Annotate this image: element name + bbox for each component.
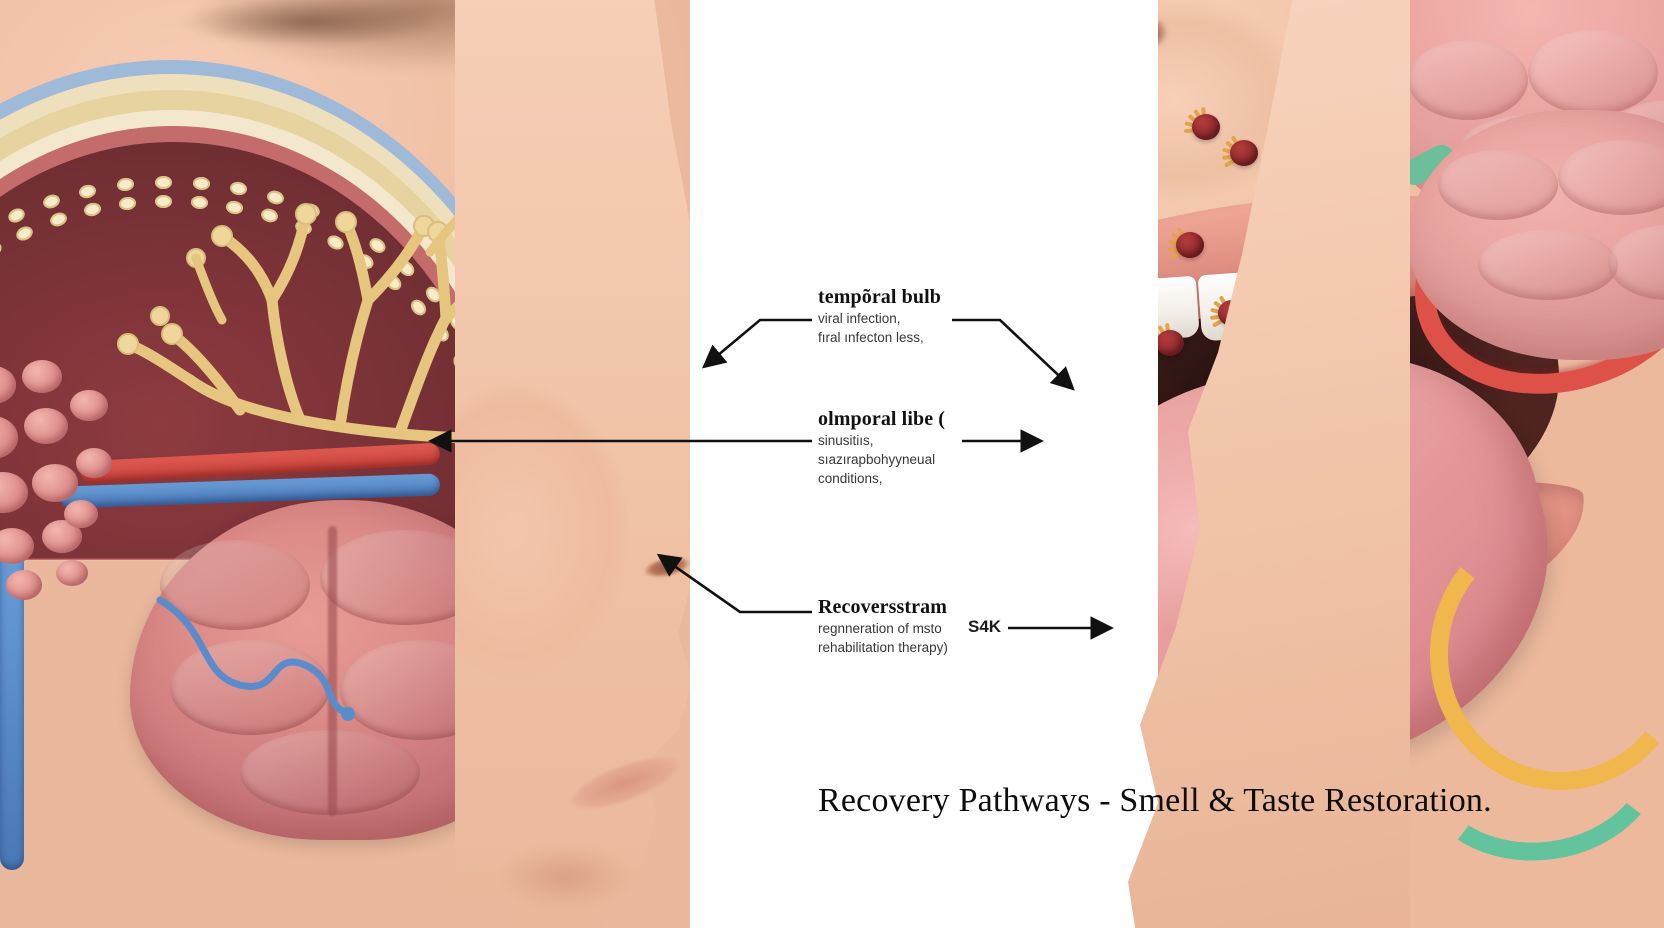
gyrus <box>160 540 310 630</box>
gyrus <box>1408 40 1528 120</box>
gyrus <box>1478 230 1618 300</box>
chin-shading <box>480 845 650 925</box>
annotation-title: olmporal libe ( <box>818 408 946 430</box>
cerebellum-right <box>1408 110 1664 360</box>
taste-papilla <box>1156 330 1184 356</box>
annotation-title: Recoversstram <box>818 596 948 618</box>
porous-bone-cluster <box>0 360 130 600</box>
eyebrow-shading <box>160 0 500 60</box>
longitudinal-fissure <box>328 526 337 816</box>
annotation-line: sinusitiıs, <box>818 433 874 448</box>
annotation-line: conditions, <box>818 471 883 486</box>
taste-papilla <box>1192 114 1220 140</box>
gyrus <box>1558 140 1664 215</box>
gyrus <box>1608 225 1664 300</box>
annotation-line: rehabilitation therapy) <box>818 640 948 655</box>
annotation-recovery: Recoversstram regnneration of msto rehab… <box>818 596 948 657</box>
background-right-of-profile <box>690 0 800 928</box>
annotation-olfactory-bulb: tempõral bulb viral infection, fıral ınf… <box>818 286 941 347</box>
gyrus <box>1528 30 1658 115</box>
annotation-line: regnneration of msto <box>818 621 942 636</box>
annotation-title: tempõral bulb <box>818 286 941 308</box>
cerebral-vein-blue <box>156 596 355 721</box>
right-panel-left-margin <box>960 0 1158 928</box>
tongue-tag-label: S4K <box>968 617 1002 636</box>
left-sagittal-head-panel <box>0 0 800 928</box>
annotation-column-background <box>790 0 980 928</box>
taste-papilla <box>1230 140 1258 166</box>
figure-caption: Recovery Pathways - Smell & Taste Restor… <box>818 782 1492 819</box>
annotation-line: viral infection, <box>818 311 901 326</box>
annotation-temporal-lobe: olmporal libe ( sinusitiıs, sıazırapbohy… <box>818 408 945 488</box>
annotation-line: fıral ınfecton less, <box>818 330 924 345</box>
annotation-line: sıazırapbohyyneual <box>818 452 936 467</box>
taste-papilla <box>1176 232 1204 258</box>
gyrus <box>1438 150 1558 220</box>
right-mouth-tongue-panel <box>960 0 1664 928</box>
